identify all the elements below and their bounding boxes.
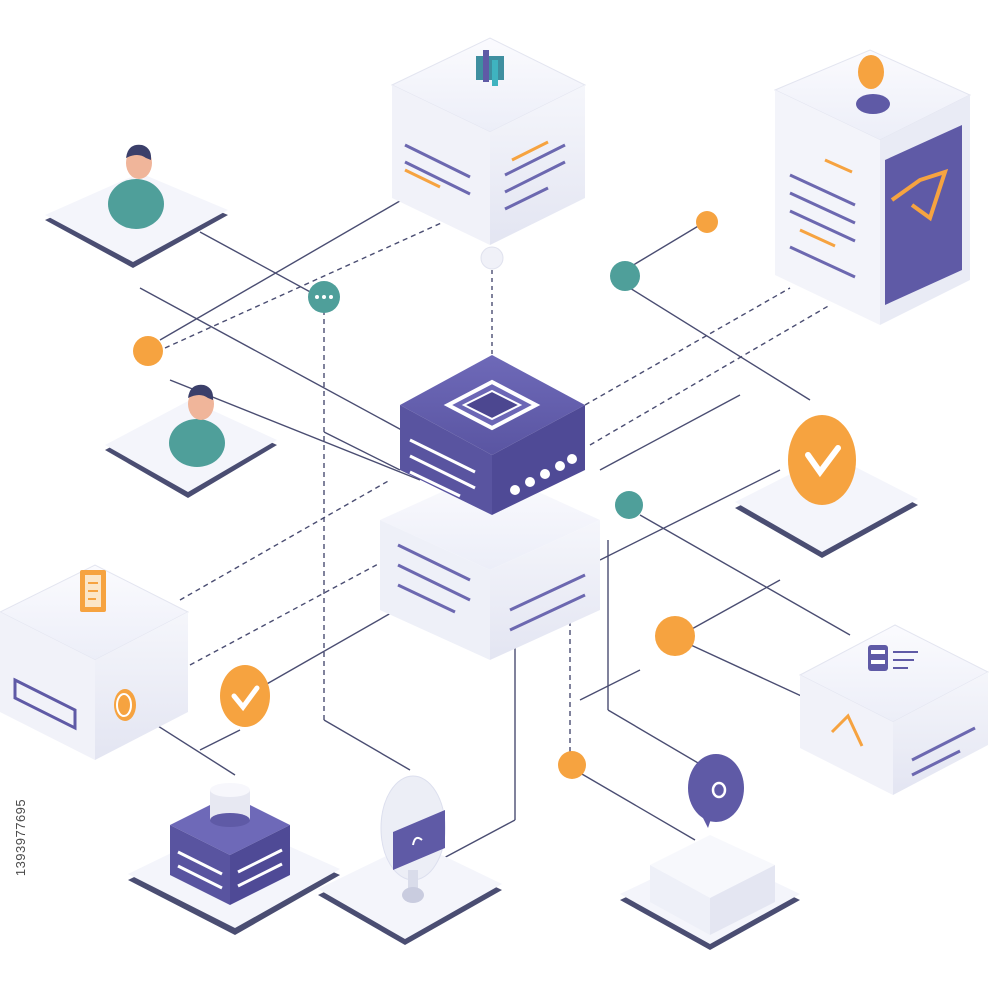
- connector: [179, 479, 391, 601]
- port-dot: [480, 246, 504, 270]
- document-icon: [80, 570, 106, 612]
- node-dot-teal: [610, 261, 640, 291]
- user-node-2[interactable]: [105, 384, 277, 498]
- tablet-text-lines: [789, 173, 856, 279]
- connector: [639, 514, 851, 636]
- person-avatar-icon: [108, 144, 164, 229]
- central-server[interactable]: [380, 355, 600, 660]
- node-dot-orange: [133, 336, 163, 366]
- pin-icon: [856, 55, 890, 114]
- connector: [323, 719, 411, 771]
- box-left: [800, 675, 893, 795]
- connector: [607, 709, 711, 771]
- box-top: [650, 835, 775, 898]
- gear-icon: [868, 645, 918, 671]
- node-dot-orange: [696, 211, 718, 233]
- monitor-node[interactable]: [318, 775, 502, 945]
- connector: [199, 729, 241, 751]
- db-right: [230, 825, 290, 905]
- monitor-icon: [380, 775, 446, 903]
- person-avatar-icon: [169, 384, 225, 467]
- db-vents: [177, 848, 283, 890]
- connector: [584, 287, 791, 406]
- server-cube-left: [400, 405, 492, 515]
- connector: [624, 221, 706, 271]
- document-lines: [404, 143, 566, 211]
- server-chip-icon: [443, 379, 541, 431]
- stock-id-label: 1393977695: [8, 755, 34, 920]
- file-storage-node[interactable]: [0, 564, 190, 760]
- box-left: [0, 612, 95, 760]
- checkmark-icon: [788, 415, 856, 505]
- box-left: [392, 85, 490, 245]
- stock-id-text: 1393977695: [13, 798, 29, 877]
- node-dot-orange: [558, 751, 586, 779]
- server-base-left: [380, 520, 490, 660]
- connector: [159, 197, 406, 341]
- connector: [689, 579, 781, 631]
- tablet-highlight-lines: [799, 158, 853, 248]
- server-base-vents: [397, 543, 586, 632]
- node-dot-teal: [615, 491, 643, 519]
- checkmark-icon: [220, 665, 270, 727]
- box-right: [710, 865, 775, 935]
- verified-node[interactable]: [735, 415, 918, 558]
- drive-slot: [13, 677, 77, 731]
- box-right: [893, 672, 988, 795]
- reports-node[interactable]: [798, 624, 990, 795]
- chart-icon: [890, 168, 949, 222]
- connector: [589, 304, 831, 446]
- server-status-leds: [510, 454, 577, 495]
- connector: [574, 769, 696, 841]
- document-server-node[interactable]: [390, 37, 587, 270]
- connector: [323, 431, 401, 471]
- connector: [439, 819, 516, 861]
- server-cube-vents: [409, 438, 476, 498]
- coin-icon: [114, 689, 136, 721]
- tablet-analytics-node[interactable]: [773, 49, 972, 325]
- database-node[interactable]: [128, 783, 340, 935]
- box-right: [95, 612, 188, 760]
- box-left: [650, 865, 710, 935]
- box-lines: [911, 726, 976, 777]
- connector: [579, 669, 641, 701]
- connector: [624, 284, 811, 401]
- connection-lines: [124, 197, 851, 861]
- chat-bubble-icon: [688, 754, 744, 828]
- connector: [679, 639, 811, 701]
- network-dots: [133, 211, 718, 779]
- connector: [139, 287, 421, 441]
- chart-icon: [476, 50, 504, 86]
- storage-box-node[interactable]: [620, 754, 800, 950]
- node-dot-orange: [655, 616, 695, 656]
- chart-icon: [830, 713, 864, 747]
- connector: [199, 231, 326, 301]
- database-icon: [210, 783, 250, 827]
- chat-bubble-icon: [308, 281, 340, 313]
- connector: [599, 469, 781, 561]
- user-node-1[interactable]: [45, 144, 228, 268]
- connector: [189, 554, 396, 666]
- document-highlights: [404, 140, 549, 189]
- connector: [599, 394, 741, 471]
- tablet-left: [775, 90, 880, 325]
- connector: [164, 209, 471, 349]
